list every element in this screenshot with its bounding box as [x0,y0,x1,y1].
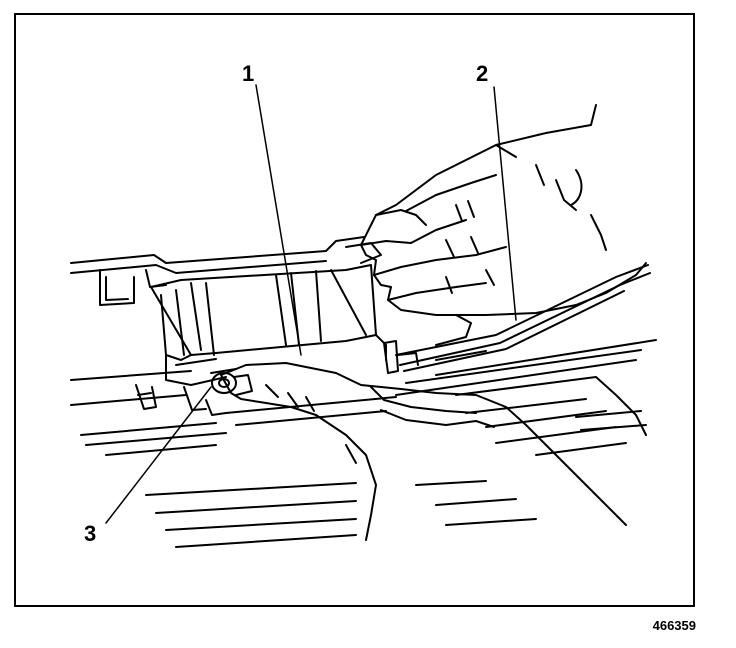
callout-leaders [105,84,517,524]
line-drawing [70,84,657,548]
leader-1 [255,84,302,356]
callout-1: 1 [242,61,255,86]
seat-frame [70,236,657,548]
figure-number: 466359 [652,618,696,633]
upper-hand [360,104,647,346]
callout-3: 3 [84,521,97,546]
leader-3 [105,386,212,524]
lower-hand [220,362,627,541]
strap [395,264,651,372]
leader-2 [493,86,517,321]
illustration-frame: 1 2 3 [14,13,695,607]
callout-2: 2 [476,61,489,86]
